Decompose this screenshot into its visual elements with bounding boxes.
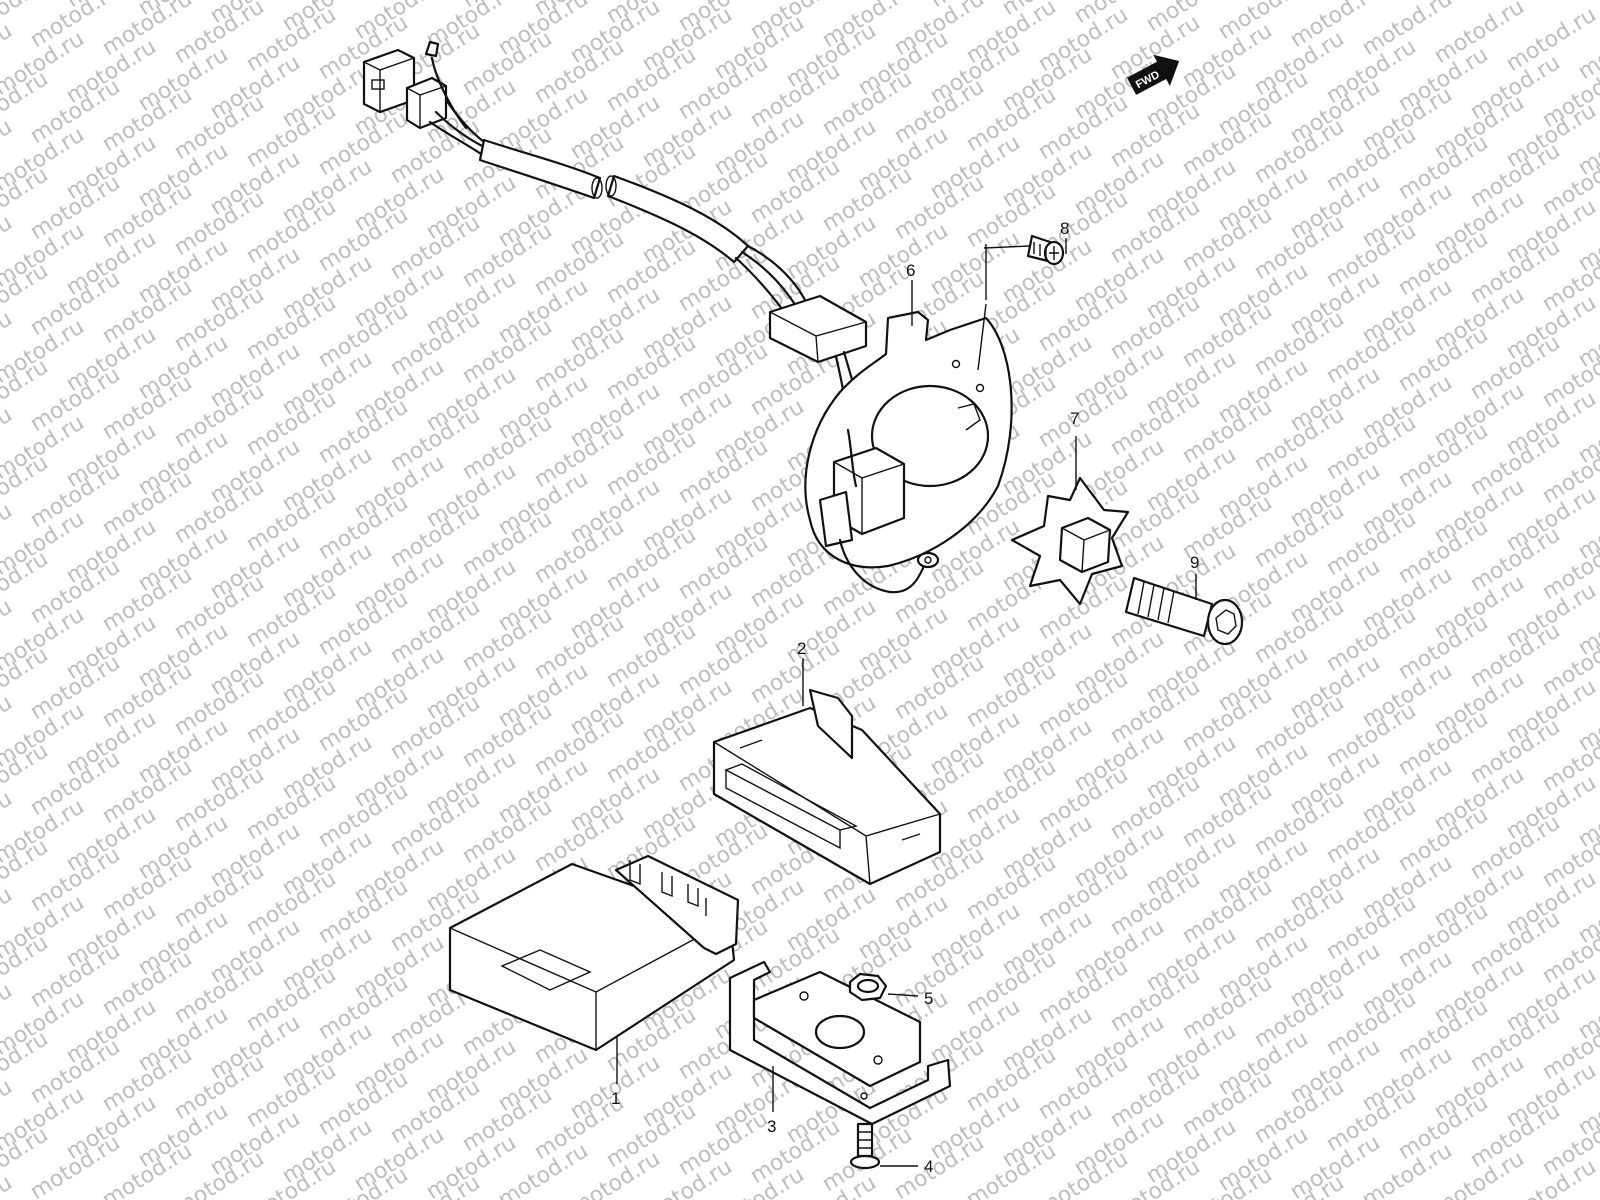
callouts: 1 2 3 4 5 6 7 8 9 — [611, 219, 1199, 1176]
callout-3: 3 — [767, 1117, 776, 1136]
nut-5 — [848, 972, 888, 1002]
callout-8: 8 — [1060, 219, 1069, 238]
rubber-case-2 — [712, 688, 942, 886]
leader-lines — [616, 238, 1197, 1167]
callout-9: 9 — [1190, 553, 1199, 572]
callout-2: 2 — [797, 639, 806, 658]
callout-4: 4 — [924, 1157, 933, 1176]
callout-7: 7 — [1070, 409, 1079, 428]
callout-5: 5 — [924, 989, 933, 1008]
callout-1: 1 — [611, 1089, 620, 1108]
signal-generator-harness — [362, 40, 1013, 594]
screw-4 — [849, 1122, 881, 1170]
fwd-direction-badge: FWD — [1126, 54, 1180, 95]
screw-8 — [977, 234, 1065, 371]
watermark-text: motod.ru — [0, 1170, 17, 1200]
rotor-7 — [1010, 476, 1130, 606]
ecu-unit-1 — [448, 854, 740, 1052]
callout-6: 6 — [906, 261, 915, 280]
bolt-9 — [1124, 576, 1244, 646]
